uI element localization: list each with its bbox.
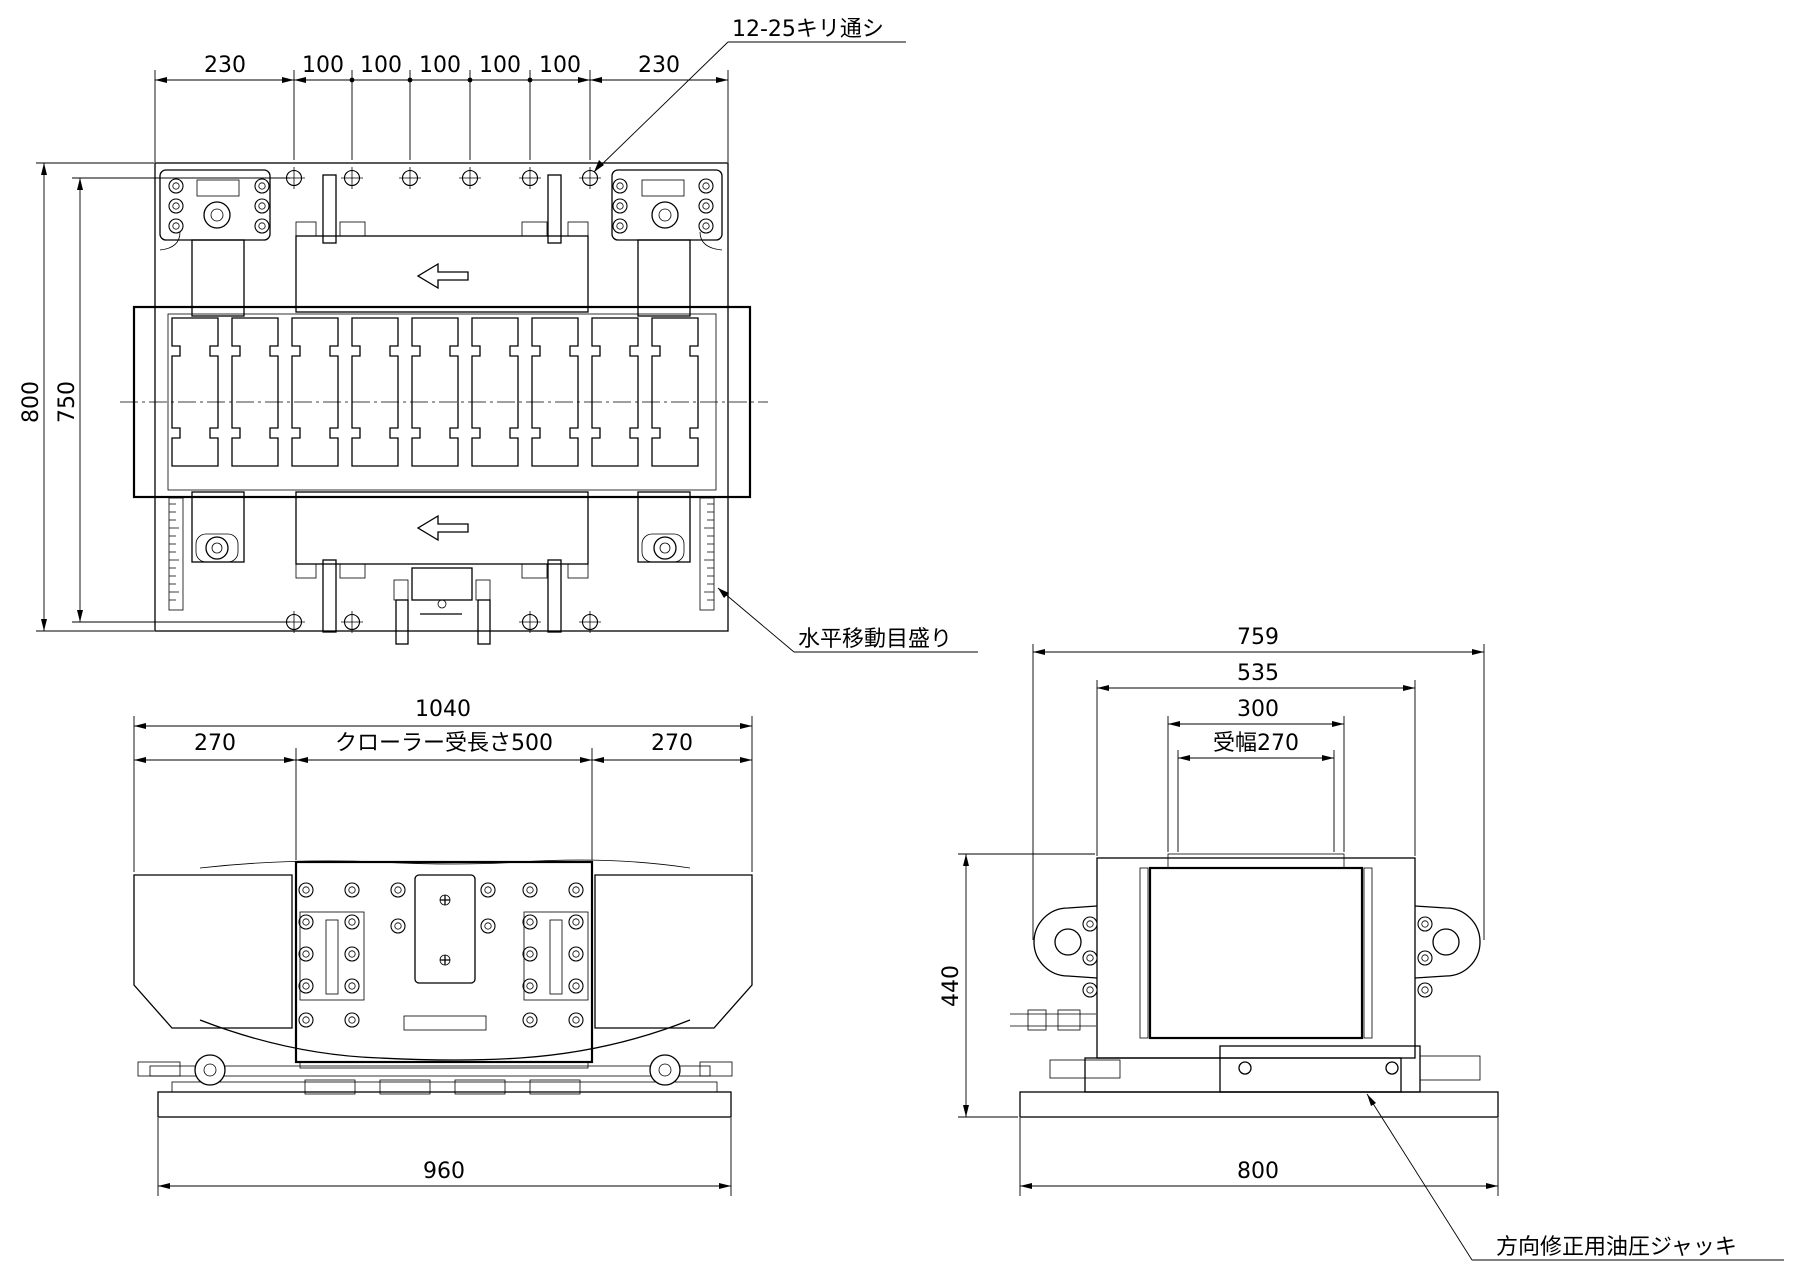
dim-230-right: 230	[638, 53, 680, 78]
front-base-plate	[157, 1091, 732, 1118]
dim-759: 759	[1237, 625, 1279, 650]
side-dimensions: 759 535 300 受幅270 440 800	[939, 625, 1499, 1196]
dim-100-b: 100	[360, 53, 402, 78]
top-base-plate	[154, 162, 729, 632]
dim-receiving-width: 受幅270	[1213, 731, 1299, 756]
dim-750: 750	[55, 381, 80, 423]
dim-100-c: 100	[419, 53, 461, 78]
callout-bolt-holes: 12-25キリ通シ	[593, 17, 906, 173]
horizontal-scale-left	[168, 497, 184, 611]
arrow-left-icon	[416, 514, 469, 542]
dim-960: 960	[423, 1159, 465, 1184]
callout-horizontal-scale-text: 水平移動目盛り	[798, 627, 952, 652]
callout-hydraulic-jack: 方向修正用油圧ジャッキ	[1366, 1093, 1784, 1261]
side-view: 759 535 300 受幅270 440 800	[939, 625, 1784, 1261]
dim-800-side: 800	[1237, 1159, 1279, 1184]
arrow-left-icon	[416, 262, 469, 290]
crawler-pad	[471, 317, 519, 467]
dim-270-right: 270	[651, 731, 693, 756]
dim-crawler-length: クローラー受長さ500	[335, 731, 553, 756]
dim-535: 535	[1237, 661, 1279, 686]
crawler-pad	[351, 317, 399, 467]
dim-270-left: 270	[194, 731, 236, 756]
dim-1040: 1040	[415, 697, 471, 722]
crawler-pad	[591, 317, 639, 467]
crawler-pads	[171, 317, 699, 467]
crawler-pad	[231, 317, 279, 467]
dim-300: 300	[1237, 697, 1279, 722]
top-view: 230 100 100 100 100 100 230 800 750 12-	[19, 17, 978, 653]
crawler-pad	[291, 317, 339, 467]
dim-100-a: 100	[302, 53, 344, 78]
front-view: 1040 270 クローラー受長さ500 270 960	[133, 697, 753, 1196]
horizontal-scale-right	[699, 497, 715, 611]
dim-100-e: 100	[539, 53, 581, 78]
top-dimension-chain: 230 100 100 100 100 100 230	[154, 53, 729, 162]
dim-230-left: 230	[204, 53, 246, 78]
callout-bolt-holes-text: 12-25キリ通シ	[732, 17, 884, 42]
crawler-pad	[171, 317, 219, 467]
top-height-dimensions: 800 750	[19, 162, 290, 632]
crawler-pad	[411, 317, 459, 467]
callout-horizontal-scale: 水平移動目盛り	[717, 587, 978, 653]
crawler-pad	[651, 317, 699, 467]
dim-440: 440	[939, 965, 964, 1007]
callout-hydraulic-jack-text: 方向修正用油圧ジャッキ	[1496, 1235, 1737, 1260]
front-jack-body	[294, 860, 594, 1064]
dim-100-d: 100	[479, 53, 521, 78]
side-base-plate	[1019, 1091, 1499, 1118]
front-dimensions: 1040 270 クローラー受長さ500 270 960	[133, 697, 753, 1196]
crawler-pad	[531, 317, 579, 467]
dim-800: 800	[19, 381, 44, 423]
